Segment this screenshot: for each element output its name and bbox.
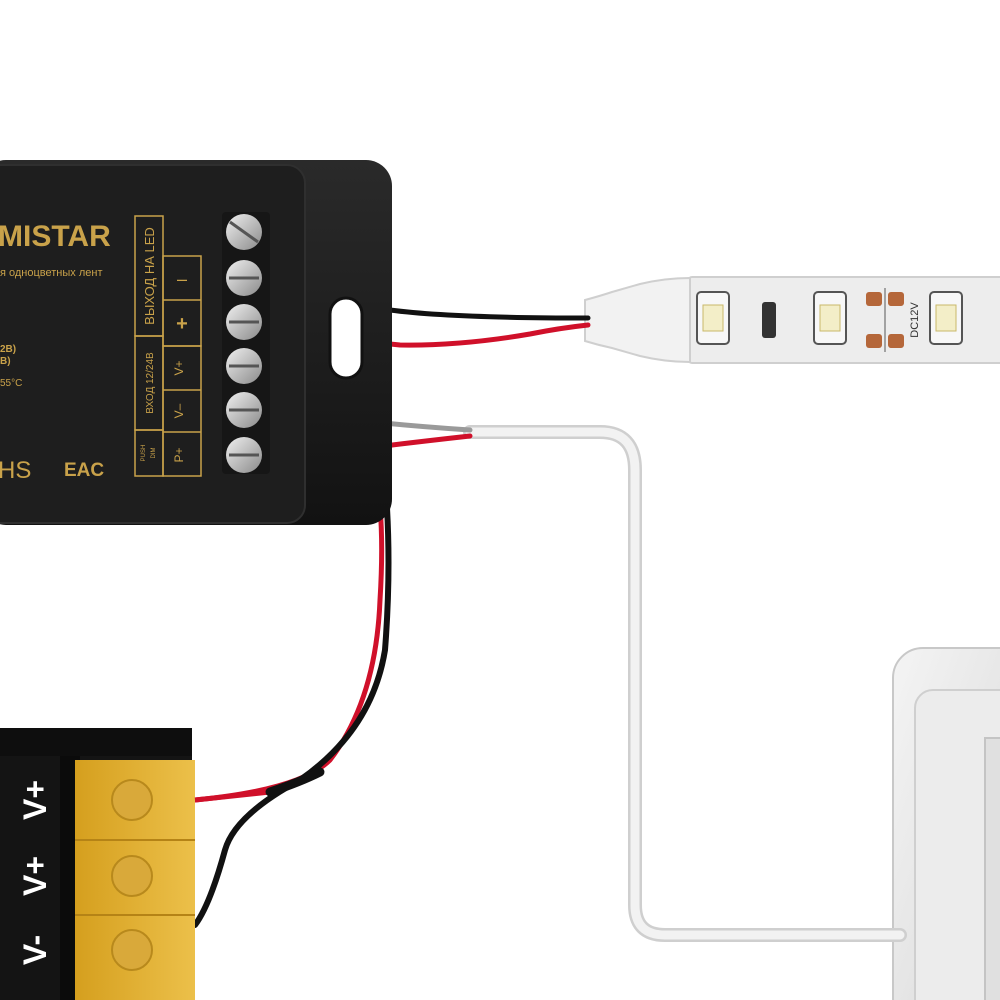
output-label: ВЫХОД НА LED xyxy=(142,227,157,325)
spec-line-2: В) xyxy=(0,356,11,367)
white-switch-cable xyxy=(463,425,907,942)
screw-icon xyxy=(111,855,153,897)
resistor xyxy=(762,302,776,338)
mounting-slot xyxy=(328,296,364,380)
psu-terminal-vplus-2: V+ xyxy=(17,856,53,896)
controller-description: я одноцветных лент xyxy=(0,267,103,279)
led-strip: DC12V xyxy=(687,276,1000,364)
temperature-range: 55°C xyxy=(0,378,22,389)
terminal-minus-label: – xyxy=(177,269,187,289)
screw-icon xyxy=(111,779,153,821)
terminal-pplus-label: P+ xyxy=(172,447,186,462)
controller-labels xyxy=(134,215,202,477)
psu-terminal-vminus: V- xyxy=(17,935,53,965)
push-label: PUSH xyxy=(141,445,147,462)
controller-housing xyxy=(0,160,392,525)
terminal-plus-label: + xyxy=(176,313,188,335)
strip-end-cap xyxy=(584,276,691,364)
eac-mark: EAC xyxy=(64,460,104,481)
terminal-vminus-label: V– xyxy=(172,403,186,418)
terminal-screws xyxy=(226,214,262,473)
screw-icon xyxy=(111,929,153,971)
psu-terminal-vplus-1: V+ xyxy=(17,780,53,820)
rohs-mark: HS xyxy=(0,457,31,484)
dim-label: DIM xyxy=(151,448,157,459)
strip-voltage-marking: DC12V xyxy=(909,302,921,338)
terminal-vplus-label: V+ xyxy=(172,360,186,375)
brand-name: MISTAR xyxy=(0,220,111,253)
input-label: ВХОД 12/24В xyxy=(145,352,156,414)
wall-switch xyxy=(892,647,1000,1000)
spec-line-1: 2В) xyxy=(0,344,16,355)
power-supply xyxy=(0,728,195,1000)
cut-pads xyxy=(866,288,904,352)
